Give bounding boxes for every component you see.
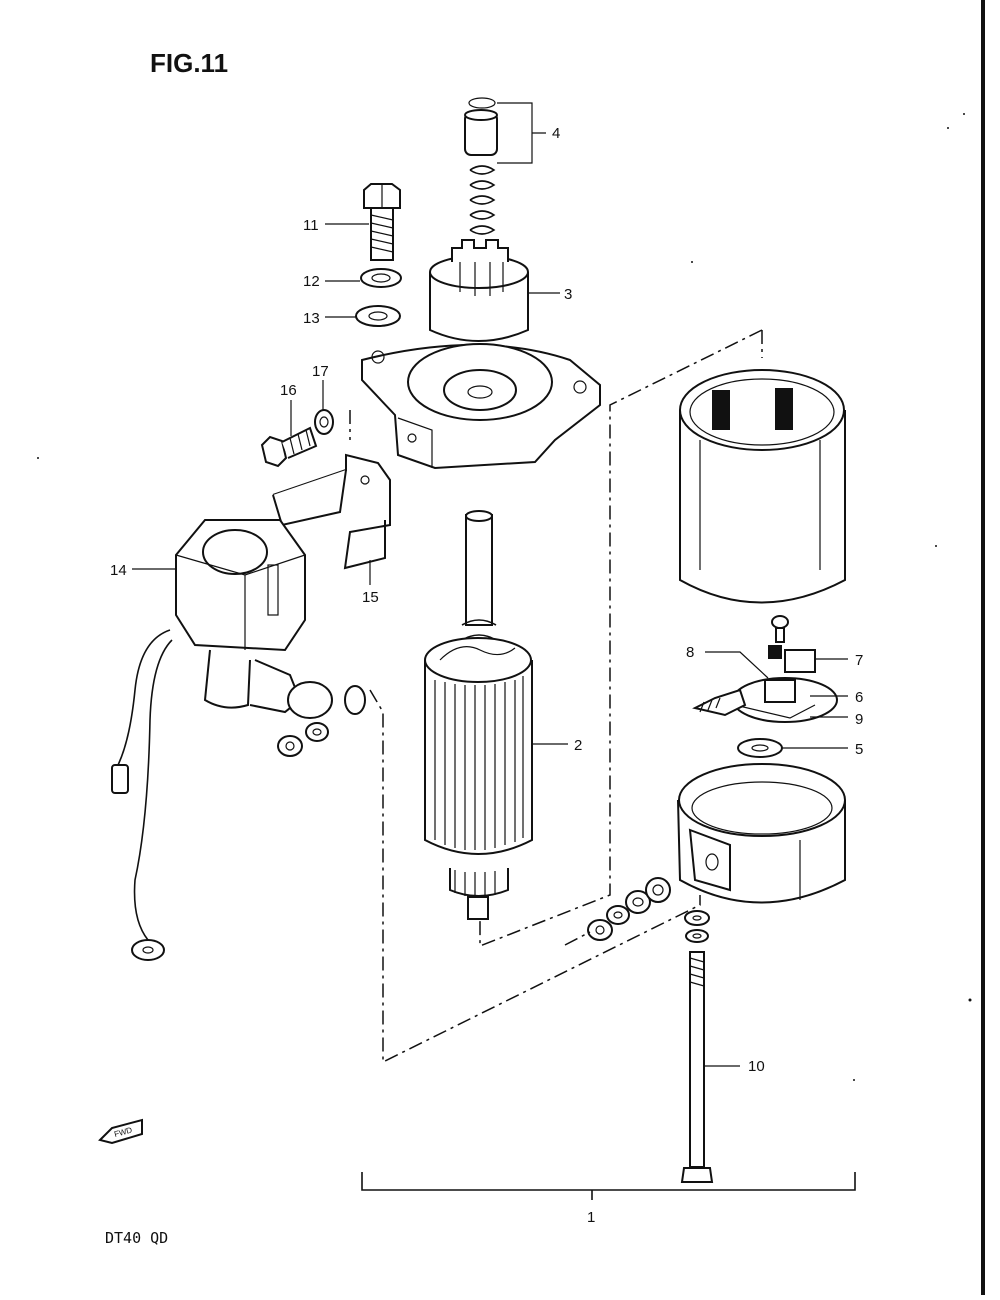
model-label: DT40 QD [105,1229,168,1247]
assembly-bracket-1 [361,1172,856,1191]
part-10-through-bolt [680,951,714,1183]
part-4-spring-stopper [464,97,498,235]
callout-11: 11 [303,217,319,234]
callout-15: 15 [362,589,379,606]
bolt-washers [684,910,710,943]
part-11-bolt [363,183,401,261]
callout-12: 12 [303,273,320,290]
part-3-pinion-drive [429,239,529,342]
leader-8 [705,651,769,679]
part-13-washer [355,305,401,327]
yoke-housing [679,369,846,604]
brush-holder-assembly [692,615,838,723]
part-14-solenoid [111,519,366,961]
solenoid-nut-washer [277,722,329,757]
callout-8: 8 [686,644,694,661]
callout-3: 3 [564,286,572,303]
rear-end-cover [677,763,846,904]
callout-14: 14 [110,562,127,579]
callout-1: 1 [587,1209,595,1226]
nut-washer-stack [587,877,671,941]
callout-17: 17 [312,363,329,380]
callout-5: 5 [855,741,863,758]
guide-line-nuts [564,931,591,946]
callout-13: 13 [303,310,320,327]
guide-line-armature [479,329,763,948]
callout-16: 16 [280,382,297,399]
figure-title: FIG.11 [150,48,228,78]
part-2-armature [424,510,533,920]
callout-4: 4 [552,125,560,142]
part-15-bracket [272,453,391,570]
front-housing-bracket [361,343,601,470]
part-16-bolt [260,426,318,468]
fwd-arrow-icon: FWD [98,1118,143,1145]
callout-2: 2 [574,737,582,754]
scan-specks [37,113,972,1081]
callout-7: 7 [855,652,863,669]
guide-line-solenoid [369,689,701,1064]
leader-4 [497,102,546,164]
callout-9: 9 [855,711,863,728]
part-12-lock-washer [360,268,402,288]
part-17-washer [314,409,334,435]
callout-10: 10 [748,1058,765,1075]
callout-6: 6 [855,689,863,706]
part-5-washer [737,738,783,758]
